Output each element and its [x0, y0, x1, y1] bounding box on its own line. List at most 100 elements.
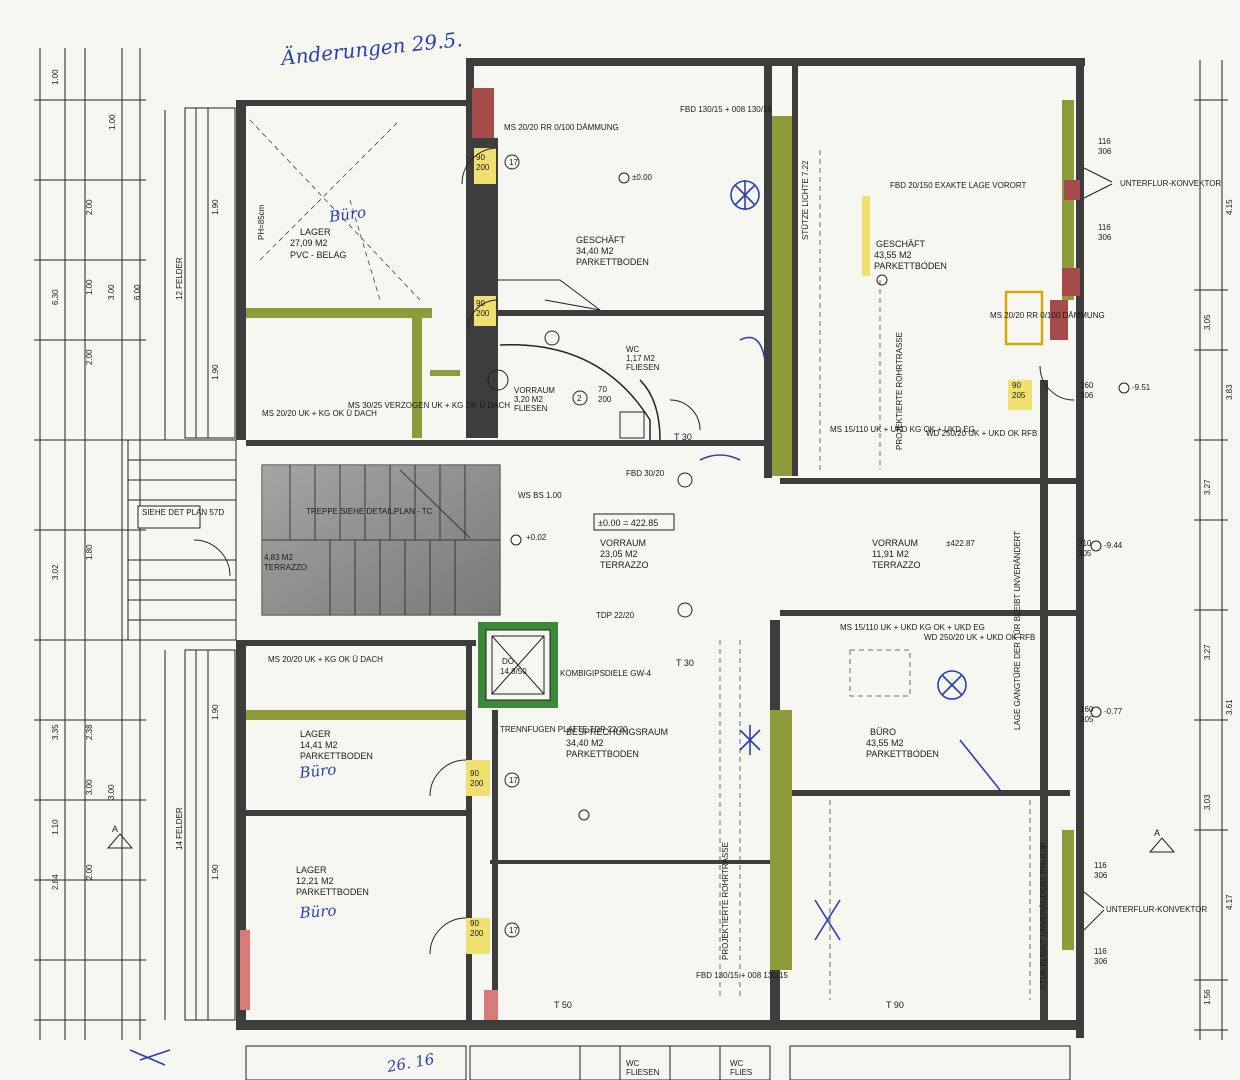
- note-fbd-150: FBD 20/150 EXAKTE LAGE VORORT: [890, 181, 1026, 190]
- door-d2-w: 90: [476, 299, 485, 308]
- left-window-bays: [184, 107, 236, 1021]
- dim-left-12: 1.00: [108, 114, 117, 130]
- note-konvektor-bottom: UNTERFLUR-KONVEKTOR: [1106, 905, 1207, 914]
- dim-right-0: 4.15: [1225, 199, 1234, 215]
- room-vorraum-small-floor: FLIESEN: [514, 404, 548, 413]
- room-geschaeft-a-name: GESCHÄFT: [576, 235, 626, 245]
- door-d13-h: 305: [1080, 715, 1094, 724]
- dim-inner-2: 3.00: [107, 284, 116, 300]
- room-lager-mid-floor: PARKETTBODEN: [300, 751, 373, 761]
- door-d2-h: 200: [476, 309, 490, 318]
- level-box: [593, 513, 675, 531]
- door-d3-h: 200: [598, 395, 612, 404]
- exterior-walls: [236, 58, 1085, 1038]
- room-lager-low-name: LAGER: [296, 865, 327, 875]
- dim-left-11: 1.10: [51, 819, 60, 835]
- room-geschaeft-b-floor: PARKETTBODEN: [874, 261, 947, 271]
- door-d4-w: 90: [470, 769, 479, 778]
- note-tdp-top: TDP 22/20: [596, 611, 635, 620]
- door-d11-h: 306: [1094, 871, 1108, 880]
- door-d12-w: 116: [1094, 947, 1107, 956]
- door-d9-w: 116: [1098, 223, 1111, 232]
- door-number-circles: [504, 154, 693, 938]
- entry-steps: [127, 439, 237, 641]
- note-t50: T 50: [554, 1000, 572, 1010]
- note-ms15-top: MS 15/110 UK + UKD KG OK + UKD EG: [830, 425, 975, 434]
- red-corner: [484, 990, 498, 1020]
- section-a-right: A: [1154, 828, 1160, 838]
- note-t30a: T 30: [674, 432, 692, 442]
- dim-left-6: 1.80: [85, 544, 94, 560]
- lager-top-diagonals: [249, 119, 421, 301]
- note-ms-top: MS 20/20 RR 0/100 DÄMMUNG: [504, 123, 619, 132]
- brick-pier-mid: [1062, 268, 1080, 296]
- door-d1-n: 17: [509, 158, 518, 167]
- dim-inner-5: 1.90: [211, 704, 220, 720]
- note-wd-top: WD 250/20 UK + UKD OK RFB: [926, 429, 1037, 438]
- dim-inner-1: 1.90: [211, 364, 220, 380]
- note-stuetze: STÜTZE LICHTE 7.22: [801, 160, 810, 240]
- dim-inner-7: 2.38: [85, 724, 94, 740]
- dim-inner-3: 6.00: [133, 284, 142, 300]
- room-besprechung-area: 34,40 M2: [566, 738, 604, 748]
- wc-bottom-a-name: WC: [626, 1059, 640, 1068]
- note-ms15-low: MS 15/110 UK + UKD KG OK + UKD EG: [840, 623, 985, 632]
- room-lager-top-name: LAGER: [300, 227, 331, 237]
- room-wc-top-name: WC: [626, 345, 640, 354]
- room-lager-mid-name: LAGER: [300, 729, 331, 739]
- elevator-shaft: [478, 622, 558, 708]
- note-ms-mid-left: MS 20/20 UK + KG OK Ü DACH: [262, 409, 377, 418]
- door-d13-w: 160: [1080, 705, 1094, 714]
- room-wc-top-floor: FLIESEN: [626, 363, 660, 372]
- note-felder-a: 12 FELDER: [175, 257, 184, 300]
- room-vorraum-main-floor: TERRAZZO: [600, 560, 649, 570]
- dim-inner-0: 1.90: [211, 199, 220, 215]
- dim-left-3: 2.00: [85, 349, 94, 365]
- room-vorraum-main-level: ±0.00 = 422.85: [598, 518, 658, 528]
- dim-right-6: 3.03: [1203, 794, 1212, 810]
- brick-pier-top: [1064, 180, 1080, 200]
- handwriting-lager-top: Büro: [327, 203, 367, 226]
- room-geschaeft-b-area: 43,55 M2: [874, 250, 912, 260]
- door-d6-w: 90: [1012, 381, 1021, 390]
- dim-left-5: 3.02: [51, 564, 60, 580]
- inner-dimension-chain: 1.90 1.90 3.00 6.00 3.00 1.90 1.90 2.38: [85, 110, 220, 1020]
- door-swings: [193, 147, 1075, 955]
- dim-left-8: 3.00: [85, 779, 94, 795]
- projection-dashes: [719, 150, 1031, 1000]
- door-d1-h: 200: [476, 163, 490, 172]
- note-ms-right: MS 20/20 RR 0/100 DÄMMUNG: [990, 311, 1105, 320]
- konvektor-leaders: [1083, 167, 1113, 931]
- dim-left-9: 2.84: [51, 874, 60, 890]
- red-wall-piece: [240, 930, 250, 1010]
- note-level-r2: -9.44: [1104, 541, 1123, 550]
- note-trennfugen: TRENNFUGEN PLATTE TDP 22/20: [500, 725, 628, 734]
- room-lager-mid-area: 14,41 M2: [300, 740, 338, 750]
- stair-label: TREPPE SIEHE DETAILPLAN - TC: [306, 507, 433, 516]
- note-t30b: T 30: [676, 658, 694, 668]
- dim-right-5: 3.61: [1225, 699, 1234, 715]
- dim-right-2: 3.83: [1225, 384, 1234, 400]
- room-vorraum-right-floor: TERRAZZO: [872, 560, 921, 570]
- door-d6-h: 205: [1012, 391, 1026, 400]
- terrazzo-area: 4,83 M2: [264, 553, 293, 562]
- dim-left-4: 6.30: [51, 289, 60, 305]
- room-vorraum-main-name: VORRAUM: [600, 538, 646, 548]
- note-felder-b: 14 FELDER: [175, 807, 184, 850]
- yellow-door-markers: [466, 148, 1032, 954]
- room-wc-top-area: 1,17 M2: [626, 354, 655, 363]
- door-d8-h: 306: [1098, 147, 1112, 156]
- note-ms-verzogen: MS 30/25 VERZOGEN UK + KG OK Ü DACH: [348, 401, 510, 410]
- room-vorraum-right-name: VORRAUM: [872, 538, 918, 548]
- handwriting-lager-low: Büro: [298, 901, 337, 922]
- wc-bottom-b-name: WC: [730, 1059, 744, 1068]
- note-rohrtrasse-b: PROJEKTIERTE ROHRTRASSE: [721, 842, 730, 960]
- door-d4-n: 17: [509, 776, 518, 785]
- dim-left-0: 1.00: [51, 69, 60, 85]
- do-size: 14,8/50: [500, 667, 527, 676]
- door-d7-w: 210: [1078, 539, 1092, 548]
- dim-right-1: 3.05: [1203, 314, 1212, 330]
- room-geschaeft-b-name: GESCHÄFT: [876, 239, 926, 249]
- dim-left-10: 2.00: [85, 864, 94, 880]
